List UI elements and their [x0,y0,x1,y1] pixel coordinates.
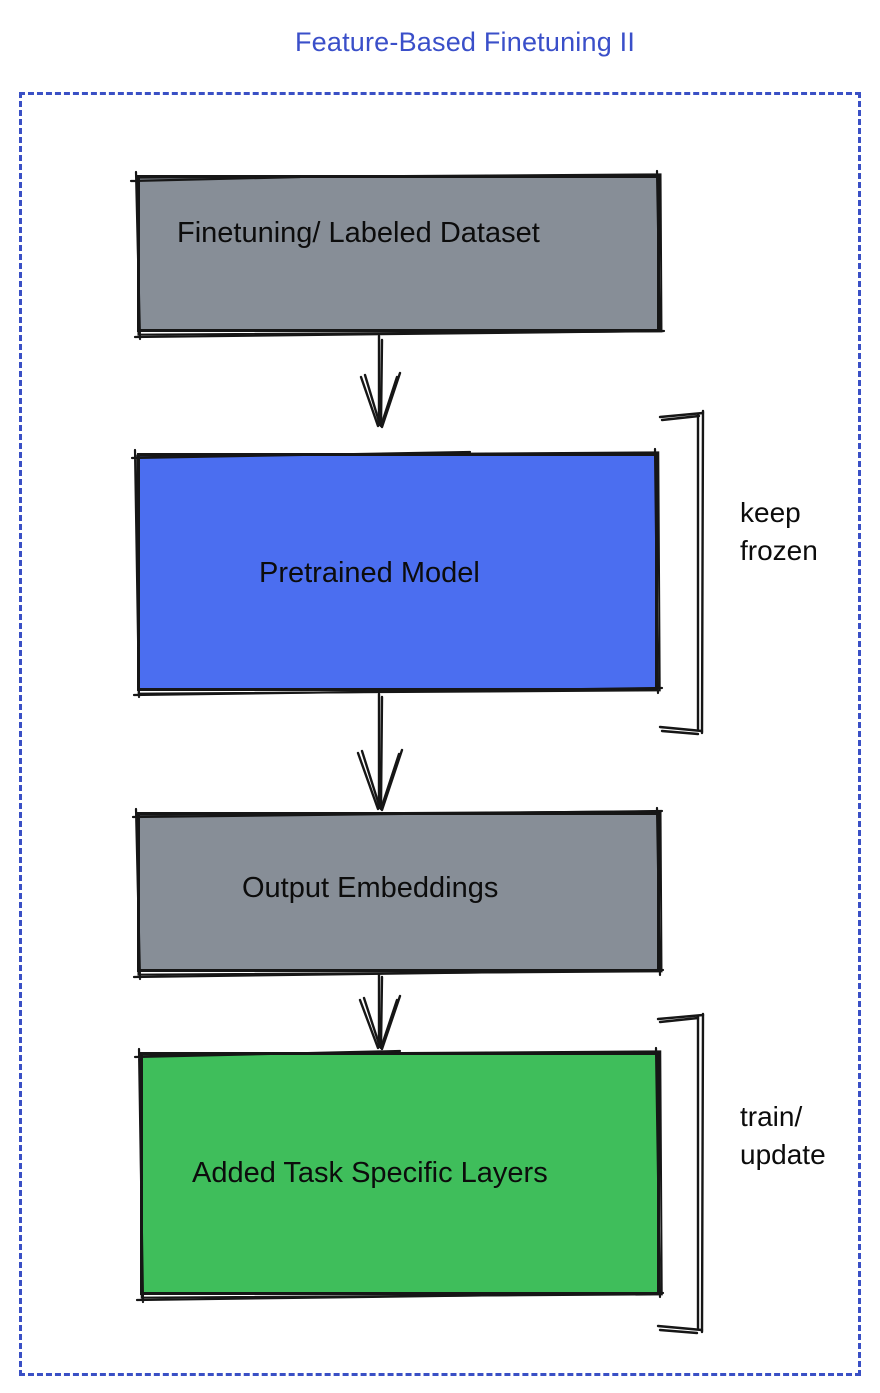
annotation-train-update-line2: update [740,1139,826,1170]
box-task-specific-layers-label: Added Task Specific Layers [192,1157,548,1189]
box-finetuning-dataset [137,175,660,332]
box-finetuning-dataset-label: Finetuning/ Labeled Dataset [177,217,540,249]
box-pretrained-model-label: Pretrained Model [259,557,480,589]
dotted-frame [19,92,861,1376]
annotation-keep-frozen: keep frozen [740,494,818,570]
annotation-train-update: train/ update [740,1098,826,1174]
annotation-keep-frozen-line1: keep [740,497,801,528]
annotation-keep-frozen-line2: frozen [740,535,818,566]
box-output-embeddings-label: Output Embeddings [242,872,499,904]
annotation-train-update-line1: train/ [740,1101,803,1132]
diagram-title: Feature-Based Finetuning II [294,27,636,57]
